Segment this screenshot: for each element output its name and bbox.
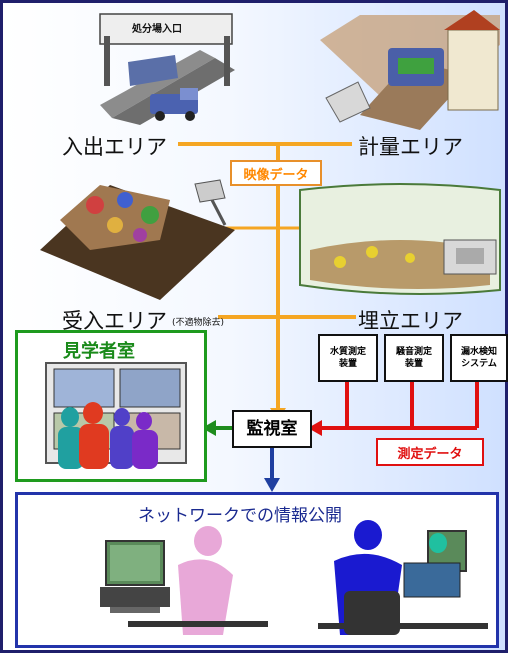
network-arrow-head (264, 478, 280, 492)
visitor-room-illustration (45, 362, 187, 469)
video-data-lines (178, 142, 356, 408)
measurement-data-tag: 測定データ (376, 438, 484, 466)
entrance-sign: 処分場入口 (132, 24, 182, 35)
water-quality-sensor: 水質測定 装置 (318, 334, 378, 382)
network-title: ネットワークでの情報公開 (138, 506, 342, 526)
receiving-area-note: (不適物除去) (172, 318, 225, 328)
leak-detection-system: 漏水検知 システム (450, 334, 508, 382)
entrance-area-label: 入出エリア (62, 135, 167, 159)
monitoring-room-box: 監視室 (232, 410, 312, 448)
network-panel: ネットワークでの情報公開 (15, 492, 499, 648)
noise-sensor: 騒音測定 装置 (384, 334, 444, 382)
visitor-room-panel: 見学者室 (15, 330, 207, 482)
visitor-arrow-head (202, 420, 216, 436)
measurement-lines (322, 380, 479, 430)
measurement-arrow-head (308, 420, 322, 436)
weighing-area-label: 計量エリア (358, 135, 463, 159)
visitor-room-title: 見学者室 (63, 341, 135, 362)
landfill-area-label: 埋立エリア (358, 309, 463, 333)
network-illustration (100, 520, 488, 635)
receiving-area-label: 受入エリア (62, 309, 167, 333)
video-data-tag: 映像データ (230, 160, 322, 186)
